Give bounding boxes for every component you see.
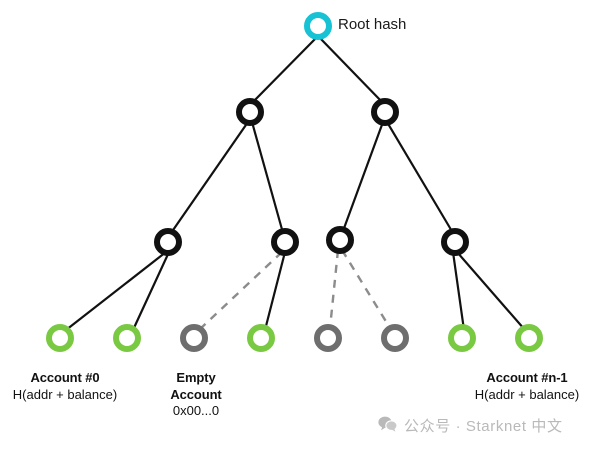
leaf-node-2 (113, 324, 141, 352)
caption-account-0-title: Account #0 (30, 370, 100, 385)
edge-dashed-l2-2-to-leaf-3 (199, 251, 283, 330)
watermark-text: 公众号 · Starknet 中文 (404, 418, 563, 435)
internal-node-l2-3 (326, 226, 354, 254)
caption-account-n-1-title: Account #n-1 (486, 370, 568, 385)
leaf-node-empty-5 (314, 324, 342, 352)
root-hash-node (304, 12, 332, 40)
edge-l2-4-to-leaf-8 (456, 251, 526, 331)
edge-l1-left-to-l2-1 (170, 121, 249, 234)
caption-empty-account-subtitle: 0x00...0 (172, 403, 220, 419)
solid-edges-group (65, 35, 526, 331)
internal-node-l1-right (371, 98, 399, 126)
leaf-node-account-n1 (515, 324, 543, 352)
leaf-node-empty-3 (180, 324, 208, 352)
caption-account-n-1-subtitle: H(addr + balance) (474, 386, 580, 402)
edge-dashed-l2-3-to-leaf-6 (340, 249, 392, 329)
caption-account-0-subtitle: H(addr + balance) (12, 386, 118, 402)
edge-l2-1-to-leaf-1 (65, 251, 167, 331)
caption-empty-account-title-line2: Account (170, 386, 222, 402)
internal-node-l2-2 (271, 228, 299, 256)
leaf-node-7 (448, 324, 476, 352)
leaf-node-4 (247, 324, 275, 352)
leaf-node-empty-6 (381, 324, 409, 352)
wechat-icon (378, 416, 398, 436)
internal-node-l2-4 (441, 228, 469, 256)
internal-node-l2-1 (154, 228, 182, 256)
edge-root-to-l1-right (317, 35, 384, 104)
edge-l2-2-to-leaf-4 (263, 251, 287, 331)
internal-node-l1-left (236, 98, 264, 126)
edge-root-to-l1-left (251, 35, 319, 104)
caption-empty-account-title: Empty (176, 370, 216, 385)
edge-l2-1-to-leaf-2 (132, 251, 170, 331)
root-hash-label: Root hash (338, 16, 407, 33)
edge-l1-left-to-l2-2 (250, 121, 285, 234)
nodes-group (46, 12, 543, 352)
edge-l2-4-to-leaf-7 (451, 251, 466, 331)
leaf-node-account-0 (46, 324, 74, 352)
edge-l1-right-to-l2-3 (341, 121, 385, 232)
watermark: 公众号 · Starknet 中文 (378, 415, 563, 436)
edge-l1-right-to-l2-4 (386, 121, 454, 234)
edge-dashed-l2-3-to-leaf-5 (328, 249, 340, 329)
dashed-edges-group (199, 249, 392, 330)
